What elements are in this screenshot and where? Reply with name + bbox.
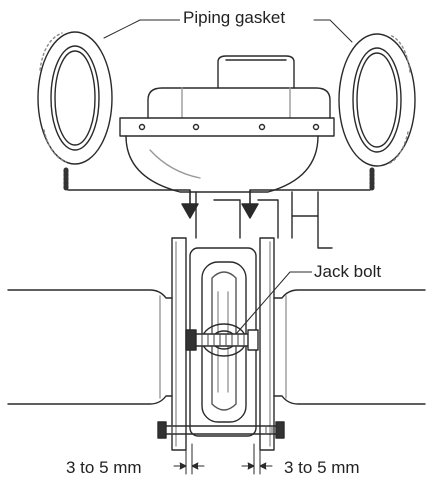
right-pipe-flange bbox=[260, 238, 274, 450]
right-piping-gasket bbox=[339, 34, 415, 166]
left-gap-label: 3 to 5 mm bbox=[66, 458, 142, 478]
bottom-tie-bolt bbox=[158, 422, 284, 438]
piping-gasket-label: Piping gasket bbox=[180, 8, 289, 28]
jack-bolt-leader bbox=[236, 272, 312, 334]
left-gap-dimension bbox=[174, 444, 204, 474]
actuator-housing bbox=[120, 56, 334, 248]
right-gap-dimension bbox=[242, 444, 272, 474]
right-insertion-arrow bbox=[242, 170, 372, 218]
jack-bolt-label: Jack bolt bbox=[312, 262, 384, 282]
right-pipe bbox=[274, 290, 425, 404]
right-gap-label: 3 to 5 mm bbox=[284, 458, 360, 478]
left-pipe bbox=[8, 290, 172, 404]
left-piping-gasket bbox=[38, 32, 112, 164]
left-insertion-arrow bbox=[66, 170, 198, 218]
gasket-leader-lines bbox=[104, 20, 352, 42]
left-pipe-flange bbox=[172, 238, 186, 450]
jack-bolt bbox=[186, 330, 258, 350]
